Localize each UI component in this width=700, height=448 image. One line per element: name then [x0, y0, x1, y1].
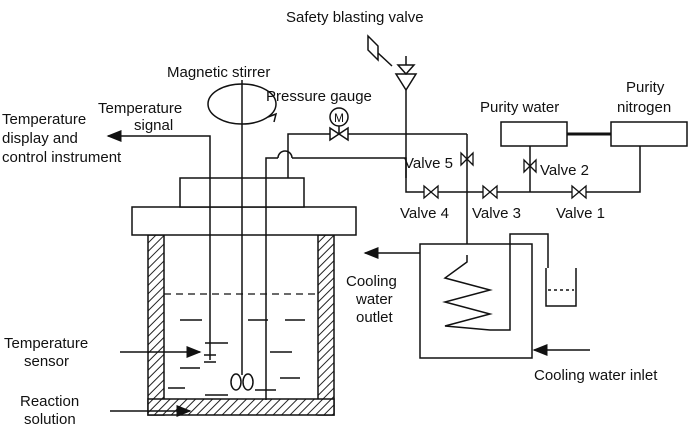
- label-temp-display-3: control instrument: [2, 149, 122, 166]
- magnetic-stirrer: [207, 80, 278, 391]
- label-cooling-outlet-3: outlet: [356, 309, 394, 326]
- label-reaction-1: Reaction: [20, 393, 79, 410]
- purity-nitrogen-box: [610, 121, 688, 147]
- valve-2[interactable]: [523, 158, 537, 174]
- pressure-gauge-assembly: [287, 107, 407, 178]
- vessel-right-wall: [317, 234, 335, 416]
- label-valve-2: Valve 2: [540, 162, 589, 179]
- solution-dashes: [168, 319, 305, 396]
- valve-3[interactable]: [482, 184, 498, 200]
- stirrer-rotation-arrow: [267, 112, 278, 123]
- label-magnetic-stirrer: Magnetic stirrer: [167, 64, 270, 81]
- main-gas-line: [405, 134, 641, 193]
- safety-valve-flag: [367, 34, 379, 62]
- cooling-coil: [442, 233, 549, 331]
- label-cooling-outlet-2: water: [355, 291, 393, 308]
- valve-5[interactable]: [460, 151, 474, 167]
- valve-1[interactable]: [571, 184, 587, 200]
- label-valve-1: Valve 1: [556, 205, 605, 222]
- label-temp-display-2: display and: [2, 130, 78, 147]
- cooling-tank: [419, 243, 533, 359]
- impeller-blade-right: [242, 373, 254, 391]
- label-temp-display-1: Temperature: [2, 111, 86, 128]
- pressure-line: [287, 133, 407, 178]
- impeller-blade-left: [230, 373, 242, 391]
- vessel-flange: [131, 206, 357, 236]
- safety-valve-body: [394, 73, 418, 92]
- label-valve-4: Valve 4: [400, 205, 449, 222]
- vessel-bottom-wall: [147, 398, 335, 416]
- label-reaction-2: solution: [24, 411, 76, 428]
- valve-4[interactable]: [423, 184, 439, 200]
- pressure-gauge-valve: [329, 126, 349, 142]
- label-safety-valve: Safety blasting valve: [286, 9, 424, 26]
- safety-blasting-valve: [367, 34, 418, 134]
- label-temperature-signal-2: signal: [134, 117, 173, 134]
- label-valve-5: Valve 5: [404, 155, 453, 172]
- label-purity-nitrogen-1: Purity: [626, 79, 665, 96]
- gauge-symbol: M: [334, 111, 344, 125]
- label-purity-nitrogen-2: nitrogen: [617, 99, 671, 116]
- temperature-signal-line: [124, 135, 211, 360]
- purity-water-box: [500, 121, 568, 147]
- label-cooling-outlet-1: Cooling: [346, 273, 397, 290]
- vessel-left-wall: [147, 234, 165, 416]
- label-temperature-signal-1: Temperature: [98, 100, 182, 117]
- label-temp-sensor-2: sensor: [24, 353, 69, 370]
- temperature-sensor: [124, 135, 216, 363]
- label-cooling-inlet: Cooling water inlet: [534, 367, 658, 384]
- label-temp-sensor-1: Temperature: [4, 335, 88, 352]
- label-purity-water: Purity water: [480, 99, 559, 116]
- gas-manifold: [405, 133, 641, 255]
- cooling-unit: [419, 233, 577, 359]
- label-pressure-gauge: Pressure gauge: [266, 88, 372, 105]
- collection-beaker: [545, 268, 577, 307]
- reactor-vessel: [131, 177, 357, 416]
- label-valve-3: Valve 3: [472, 205, 521, 222]
